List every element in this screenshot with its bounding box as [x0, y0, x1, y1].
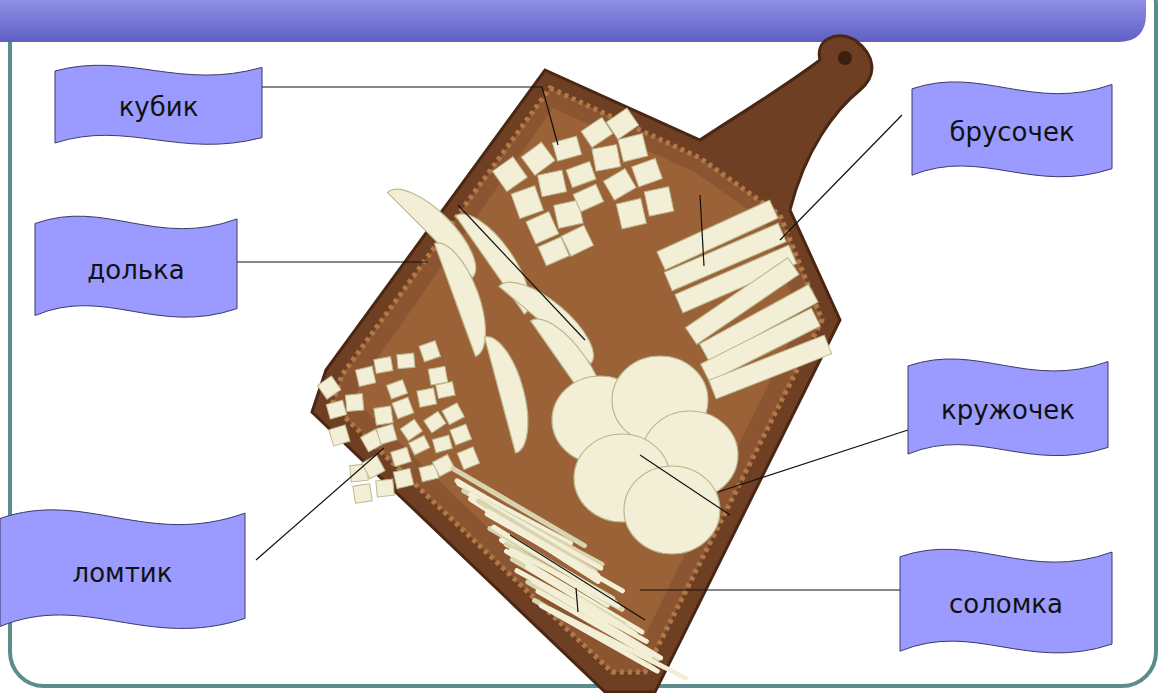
vegetable-slice [387, 380, 408, 399]
vegetable-cube [538, 170, 567, 197]
leader-line [700, 195, 704, 266]
leader-line [237, 261, 428, 262]
vegetable-slice [392, 397, 414, 419]
vegetable-strip [459, 484, 571, 544]
vegetable-cube [606, 108, 638, 139]
vegetable-wedge [484, 331, 538, 453]
vegetable-slice [409, 435, 430, 455]
flag-text: брусочек [949, 117, 1074, 147]
vegetable-slice [393, 468, 413, 488]
flag-label: брусочек [912, 78, 1112, 186]
flag-label: соломка [900, 545, 1112, 663]
vegetable-bar [709, 335, 832, 399]
vegetable-slice [376, 424, 397, 444]
flag-text: кубик [119, 92, 199, 122]
cutting-board [312, 36, 872, 692]
text-group: брусочек [912, 78, 1112, 186]
leader-line [576, 588, 578, 612]
vegetable-slice [355, 366, 375, 386]
vegetable-slice [317, 376, 340, 399]
vegetable-slice [457, 447, 479, 470]
vegetable-strip [533, 581, 660, 658]
leader-line [640, 589, 900, 590]
vegetable-slice [432, 454, 454, 476]
vegetable-slice [424, 411, 446, 433]
vegetable-slice [374, 406, 393, 425]
flag-label: кружочек [908, 355, 1108, 465]
text-group: долька [35, 212, 237, 327]
leader-line [510, 535, 645, 620]
flag-text: ломтик [73, 558, 173, 588]
flag-text: кружочек [941, 395, 1075, 425]
flag-label: долька [35, 212, 237, 327]
vegetable-cube [618, 134, 648, 162]
flag-label: ломтик [0, 505, 245, 640]
header-bar [0, 0, 1146, 42]
handle-hole [838, 51, 852, 65]
leader-line [256, 448, 384, 560]
vegetable-slice [326, 400, 346, 419]
vegetable-cube [561, 225, 593, 256]
vegetable-strip [550, 609, 686, 678]
vegetable-cube-group [490, 101, 679, 273]
vegetable-cube [592, 144, 621, 171]
flag-outline [55, 65, 262, 144]
vegetable-cube [644, 187, 674, 216]
vegetable-cube [573, 184, 604, 211]
text-group: кубик [55, 62, 262, 152]
flag-text: соломка [949, 589, 1063, 619]
vegetable-cube [566, 161, 596, 187]
vegetable-cube [603, 169, 636, 201]
flag-text: долька [87, 255, 184, 285]
vegetable-strip [528, 582, 658, 659]
vegetable-cube [526, 212, 559, 244]
flag-outline [0, 510, 245, 629]
leader-line [262, 87, 558, 145]
vegetable-slice [432, 435, 452, 453]
flag-outline [900, 549, 1112, 653]
flag-label: кубик [55, 62, 262, 152]
vegetable-strip [538, 591, 650, 655]
vegetable-slice [345, 394, 363, 412]
vegetable-slice [391, 447, 412, 467]
leader-line [640, 455, 730, 515]
vegetable-cube [632, 158, 663, 186]
flag-outline [35, 216, 237, 317]
text-group: соломка [900, 545, 1112, 663]
vegetable-slice [374, 357, 393, 374]
vegetable-slice [376, 479, 395, 497]
vegetable-cube [616, 198, 646, 228]
vegetable-slice [436, 382, 455, 399]
vegetable-slice [362, 455, 385, 479]
text-group: ломтик [0, 505, 245, 640]
vegetable-slice [428, 366, 448, 385]
leader-line [718, 430, 908, 492]
vegetable-slice [442, 403, 464, 425]
vegetable-slice [450, 424, 472, 445]
vegetable-slice [417, 388, 437, 407]
text-group: кружочек [908, 355, 1108, 465]
leader-line [458, 205, 585, 340]
leader-line [780, 115, 902, 240]
vegetable-cube [511, 186, 543, 219]
vegetable-cube [521, 142, 555, 175]
vegetable-slice [397, 353, 415, 369]
flag-outline [908, 359, 1108, 456]
vegetable-cube [492, 157, 527, 192]
vegetable-round [624, 466, 720, 554]
vegetable-slice [419, 341, 441, 362]
flag-outline [912, 82, 1112, 177]
vegetable-slice [329, 425, 350, 446]
board-body [312, 36, 872, 692]
vegetable-slice [353, 484, 372, 504]
